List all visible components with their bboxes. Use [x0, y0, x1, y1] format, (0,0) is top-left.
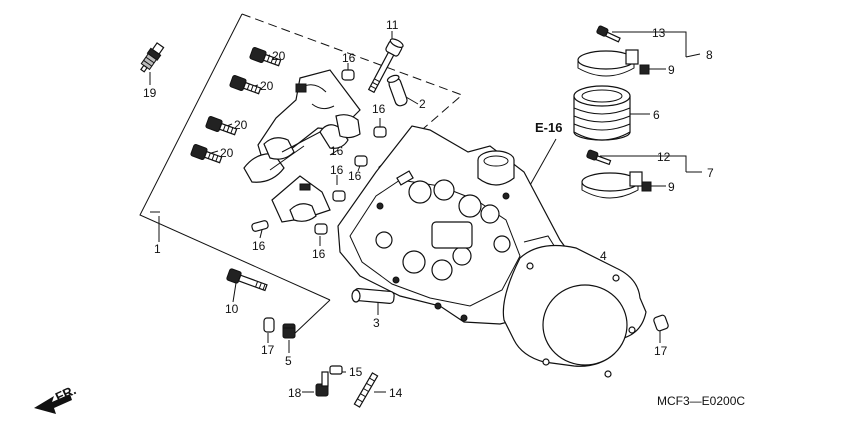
- leader-lines: [149, 31, 702, 393]
- callout-16-b: 16: [372, 102, 386, 116]
- callout-8: 8: [706, 48, 713, 62]
- callout-17-left: 17: [261, 343, 275, 357]
- callout-20-d: 20: [220, 146, 234, 160]
- callout-14: 14: [389, 386, 403, 400]
- sensor-18: [315, 371, 329, 397]
- callout-20-a: 20: [272, 49, 286, 63]
- camshaft-holder-lower: [271, 175, 331, 223]
- callout-labels: 1 2 3 4 5 6 7 8 9 9 10 11 12 13 14 15 16…: [143, 18, 714, 400]
- callout-16-f: 16: [252, 239, 266, 253]
- callout-3: 3: [373, 316, 380, 330]
- callout-6: 6: [653, 108, 660, 122]
- callout-20-c: 20: [234, 118, 248, 132]
- front-direction-arrow: [34, 394, 72, 414]
- callout-1: 1: [154, 242, 161, 256]
- bolt-20-a: [249, 47, 282, 67]
- callout-18: 18: [288, 386, 302, 400]
- spark-plug: [140, 42, 165, 73]
- callout-15: 15: [349, 365, 363, 379]
- clip-15: [329, 365, 343, 375]
- callout-10: 10: [225, 302, 239, 316]
- nut-9-lower: [641, 181, 652, 192]
- callout-2: 2: [419, 97, 426, 111]
- diagram-code: MCF3—E0200C: [657, 394, 745, 408]
- screw-13: [596, 25, 621, 43]
- dowel-pins: [251, 69, 387, 235]
- callout-20-b: 20: [260, 79, 274, 93]
- head-gasket: [502, 245, 647, 378]
- cylinder-head: [337, 125, 577, 325]
- callout-17-right: 17: [654, 344, 668, 358]
- callout-9-lower: 9: [668, 180, 675, 194]
- stud-14: [353, 372, 379, 408]
- callout-12: 12: [657, 150, 671, 164]
- callout-7: 7: [707, 166, 714, 180]
- bolt-20-d: [190, 144, 223, 164]
- callout-16-a: 16: [342, 51, 356, 65]
- callout-16-e: 16: [330, 144, 344, 158]
- bolt-10: [226, 268, 268, 292]
- callout-11: 11: [386, 18, 399, 32]
- reference-label: E-16: [535, 120, 562, 135]
- callout-16-d: 16: [330, 163, 344, 177]
- washer-5: [282, 323, 296, 339]
- front-direction-label: FR.: [53, 382, 78, 404]
- band-clamp-upper: [577, 49, 639, 77]
- callout-16-c: 16: [348, 169, 362, 183]
- pin-17-left: [263, 317, 275, 333]
- screw-12: [586, 149, 612, 166]
- bolt-11: [367, 38, 404, 94]
- intake-insulator: [573, 85, 631, 141]
- callout-9-upper: 9: [668, 63, 675, 77]
- band-clamp-lower: [581, 171, 643, 199]
- sleeve-3: [351, 288, 395, 304]
- nut-9-upper: [639, 64, 650, 75]
- callout-16-g: 16: [312, 247, 326, 261]
- bolt-20-b: [229, 75, 262, 95]
- pipe-2: [386, 74, 408, 107]
- callout-4: 4: [600, 249, 607, 263]
- callout-5: 5: [285, 354, 292, 368]
- callout-19: 19: [143, 86, 157, 100]
- camshaft-holder-upper: [243, 69, 361, 183]
- callout-13: 13: [652, 26, 666, 40]
- pin-17-right: [653, 314, 669, 332]
- bolt-20-c: [205, 116, 238, 136]
